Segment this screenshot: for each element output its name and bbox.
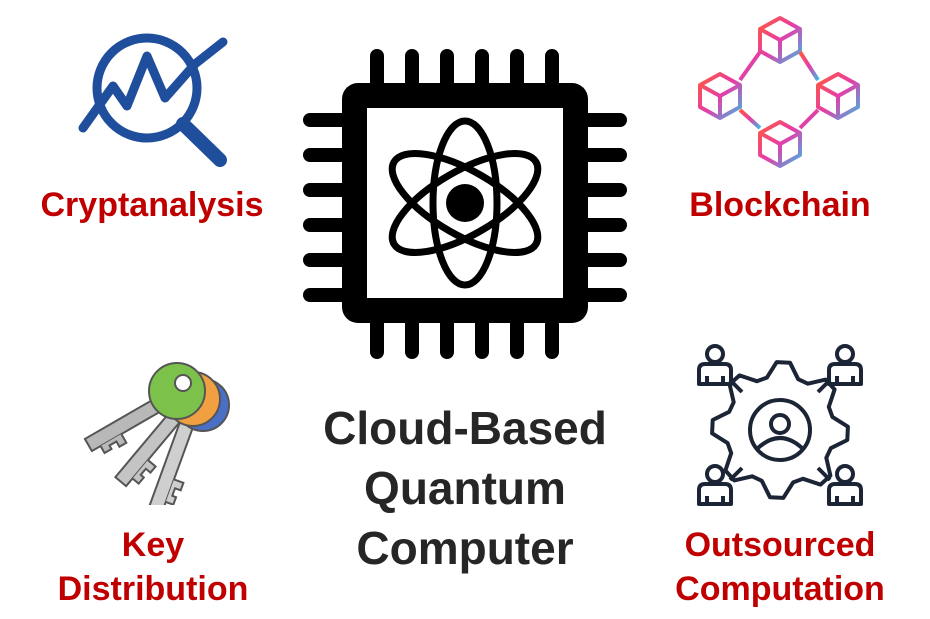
keys-icon	[83, 362, 230, 505]
gear-outline	[710, 360, 850, 500]
label-outsourced-computation: Outsourced Computation	[675, 523, 885, 611]
center-title: Cloud-Based Quantum Computer	[323, 398, 607, 578]
magnifier-chart-icon	[78, 33, 228, 167]
user-icon	[697, 464, 733, 506]
label-line: Outsourced	[684, 526, 876, 564]
label-line: Cryptanalysis	[40, 186, 264, 224]
user-icon	[697, 344, 733, 386]
user-icon	[827, 344, 863, 386]
title-line: Computer	[356, 522, 574, 574]
atom-icon	[388, 117, 542, 289]
label-line: Blockchain	[689, 186, 871, 224]
label-line: Key	[121, 526, 185, 564]
label-blockchain: Blockchain	[689, 183, 870, 227]
title-line: Quantum	[364, 462, 566, 514]
label-key-distribution: Key Distribution	[58, 523, 249, 611]
title-line: Cloud-Based	[323, 402, 607, 454]
label-line: Distribution	[57, 570, 249, 608]
user-icon	[827, 464, 863, 506]
label-line: Computation	[675, 570, 885, 608]
blockchain-cubes-icon	[698, 16, 860, 168]
gear-users-icon	[697, 344, 863, 506]
label-cryptanalysis: Cryptanalysis	[41, 183, 264, 227]
